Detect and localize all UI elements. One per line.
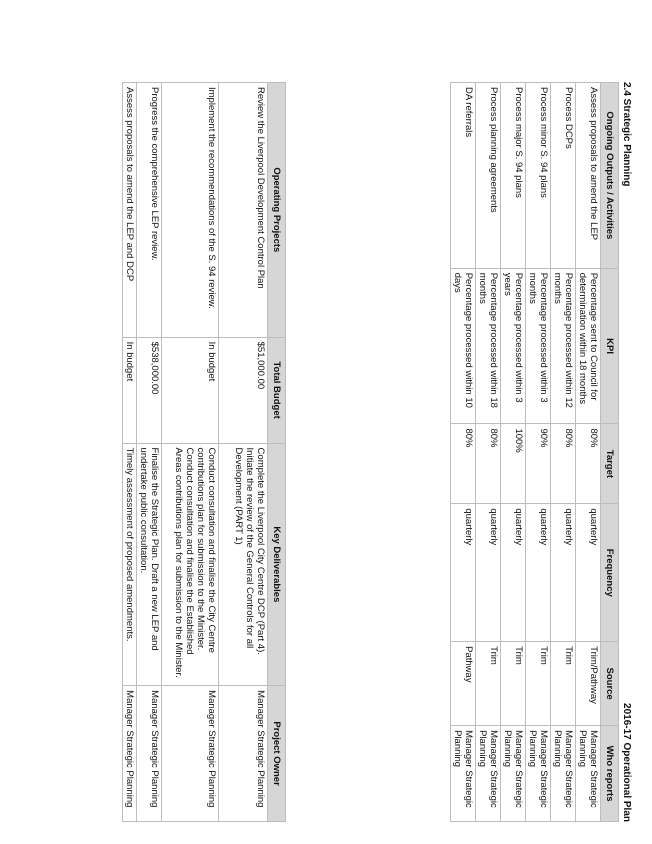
table-cell: quarterly xyxy=(575,503,601,642)
ongoing-activities-table: Ongoing Outputs / Activities KPI Target … xyxy=(450,82,619,822)
table-cell: Progress the comprehensive LEP review. xyxy=(136,82,162,338)
table-cell: Trim/Pathway xyxy=(575,641,601,726)
plan-title: 2016-17 Operational Plan xyxy=(621,703,632,822)
column-header: Frequency xyxy=(600,503,619,642)
table-cell: Trim xyxy=(525,641,551,726)
column-header: KPI xyxy=(600,268,619,424)
table-cell: Percentage processed within 12 months xyxy=(550,268,576,424)
table-cell: Timely assessment of proposed amendments… xyxy=(122,443,137,686)
table-cell: Complete the Liverpool City Centre DCP (… xyxy=(218,443,268,686)
table-header-row: Operating Projects Total Budget Key Deli… xyxy=(267,82,286,822)
table-cell: $538,000.00 xyxy=(136,337,162,444)
table-cell: 80% xyxy=(550,423,576,504)
table-cell: 100% xyxy=(500,423,526,504)
table-cell: Assess proposals to amend the LEP and DC… xyxy=(122,82,137,338)
table-row: Process planning agreements Percentage p… xyxy=(475,82,501,822)
table-cell: Manager Strategic Planning xyxy=(136,685,162,822)
table-cell: Trim xyxy=(500,641,526,726)
table-cell: Manager Strategic Planning xyxy=(218,685,268,822)
table-cell: Finalise the Strategic Plan. Draft a new… xyxy=(136,443,162,686)
table-cell: Process minor S. 94 plans xyxy=(525,82,551,269)
table-cell: Percentage sent to Council for determina… xyxy=(575,268,601,424)
column-header: Who reports xyxy=(600,725,619,822)
table-header-row: Ongoing Outputs / Activities KPI Target … xyxy=(600,82,619,822)
table-cell: Manager Strategic Planning xyxy=(575,725,601,822)
table-cell: Manager Strategic Planning xyxy=(475,725,501,822)
table-cell: Manager Strategic Planning xyxy=(122,685,137,822)
table-cell: DA referrals xyxy=(450,82,476,269)
table-cell: In budget xyxy=(122,337,137,444)
table-cell: Pathway xyxy=(450,641,476,726)
table-cell: $51,000.00 xyxy=(218,337,268,444)
table-row: Implement the recommendations of the S. … xyxy=(161,82,219,822)
table-cell: Trim xyxy=(550,641,576,726)
table-row: Assess proposals to amend the LEP and DC… xyxy=(122,82,137,822)
table-cell: 90% xyxy=(525,423,551,504)
table-row: Review the Liverpool Development Control… xyxy=(218,82,268,822)
table-cell: Implement the recommendations of the S. … xyxy=(161,82,219,338)
table-row: Process minor S. 94 plans Percentage pro… xyxy=(525,82,551,822)
table-row: Process major S. 94 plans Percentage pro… xyxy=(500,82,526,822)
table-row: DA referrals Percentage processed within… xyxy=(450,82,476,822)
table-cell: Review the Liverpool Development Control… xyxy=(218,82,268,338)
table-cell: quarterly xyxy=(475,503,501,642)
table-cell: Process DCPs xyxy=(550,82,576,269)
column-header: Key Deliverables xyxy=(267,443,286,686)
table-cell: quarterly xyxy=(550,503,576,642)
table-cell: Process planning agreements xyxy=(475,82,501,269)
table-cell: Process major S. 94 plans xyxy=(500,82,526,269)
table-cell: Percentage processed within 3 years xyxy=(500,268,526,424)
column-header: Ongoing Outputs / Activities xyxy=(600,82,619,269)
table-cell: Percentage processed within 18 months xyxy=(475,268,501,424)
table-cell: Percentage processed within 3 months xyxy=(525,268,551,424)
table-row: Process DCPs Percentage processed within… xyxy=(550,82,576,822)
table-cell: In budget xyxy=(161,337,219,444)
operating-projects-table: Operating Projects Total Budget Key Deli… xyxy=(122,82,286,822)
table-cell: quarterly xyxy=(450,503,476,642)
table-row: Assess proposals to amend the LEP Percen… xyxy=(575,82,601,822)
table-cell: 80% xyxy=(475,423,501,504)
table-cell: 80% xyxy=(450,423,476,504)
table-cell: Manager Strategic Planning xyxy=(500,725,526,822)
column-header: Source xyxy=(600,641,619,726)
section-title: 2.4 Strategic Planning xyxy=(621,82,632,187)
table-cell: 80% xyxy=(575,423,601,504)
table-cell: Manager Strategic Planning xyxy=(550,725,576,822)
table-cell: Conduct consultation and finalise the Ci… xyxy=(161,443,219,686)
column-header: Operating Projects xyxy=(267,82,286,338)
table-cell: quarterly xyxy=(525,503,551,642)
column-header: Target xyxy=(600,423,619,504)
table-cell: Manager Strategic Planning xyxy=(450,725,476,822)
table-cell: Percentage processed within 10 days xyxy=(450,268,476,424)
column-header: Total Budget xyxy=(267,337,286,444)
table-cell: Manager Strategic Planning xyxy=(525,725,551,822)
column-header: Project Owner xyxy=(267,685,286,822)
table-cell: Trim xyxy=(475,641,501,726)
table-cell: Assess proposals to amend the LEP xyxy=(575,82,601,269)
table-cell: Manager Strategic Planning xyxy=(161,685,219,822)
table-cell: quarterly xyxy=(500,503,526,642)
table-row: Progress the comprehensive LEP review. $… xyxy=(136,82,162,822)
